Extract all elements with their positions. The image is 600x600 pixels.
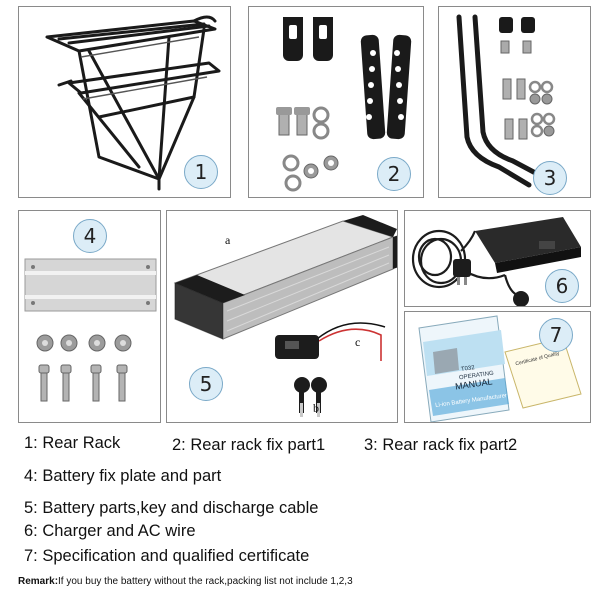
panel-battery-fix-plate: 4	[18, 210, 161, 423]
panel-number-badge: 5	[189, 367, 223, 401]
panel-number-badge: 6	[545, 269, 579, 303]
rack-fix-part2-illustration	[456, 14, 556, 188]
manual-illustration	[418, 315, 582, 422]
remark-label: Remark:	[18, 576, 59, 587]
panel-number-badge: 1	[184, 155, 218, 189]
panel-rack-fix-part1: 2	[248, 6, 424, 198]
panel-number-badge: 3	[533, 161, 567, 195]
panel-number: 5	[199, 372, 213, 396]
label-b: b	[313, 401, 319, 415]
battery-fix-plate-illustration	[24, 258, 157, 402]
panel-number: 7	[549, 323, 563, 347]
panel-rear-rack: 1	[18, 6, 231, 198]
legend-item-1: 1: Rear Rack	[24, 434, 121, 452]
panel-number: 2	[387, 162, 401, 186]
legend-item-6: 6: Charger and AC wire	[24, 522, 196, 540]
legend-item-5: 5: Battery parts,key and discharge cable	[24, 499, 319, 517]
panel-number: 3	[543, 166, 557, 190]
legend-item-2: 2: Rear rack fix part1	[172, 436, 326, 454]
battery-illustration	[173, 215, 397, 417]
panel-number: 6	[555, 274, 569, 298]
remark-text: If you buy the battery without the rack,…	[58, 576, 353, 587]
label-c: c	[355, 335, 361, 349]
panel-number: 4	[83, 224, 97, 248]
panel-number-badge: 2	[377, 157, 411, 191]
panel-number: 1	[194, 160, 208, 184]
panel-battery-parts: a b c 5	[166, 210, 398, 423]
remark-note: Remark:If you buy the battery without th…	[18, 576, 353, 587]
panel-number-badge: 4	[73, 219, 107, 253]
panel-charger: 6	[404, 210, 591, 307]
rear-rack-illustration	[45, 15, 221, 191]
label-a: a	[225, 233, 231, 247]
legend-item-3: 3: Rear rack fix part2	[364, 436, 518, 454]
rack-fix-part1-illustration	[276, 17, 412, 192]
panel-rack-fix-part2: 3	[438, 6, 591, 198]
legend-item-4: 4: Battery fix plate and part	[24, 467, 222, 485]
charger-illustration	[411, 217, 581, 306]
legend-item-7: 7: Specification and qualified certifica…	[24, 547, 310, 565]
panel-number-badge: 7	[539, 318, 573, 352]
panel-manual-certificate: T032 OPERATING MANUAL Li-ion Battery Man…	[404, 311, 591, 423]
